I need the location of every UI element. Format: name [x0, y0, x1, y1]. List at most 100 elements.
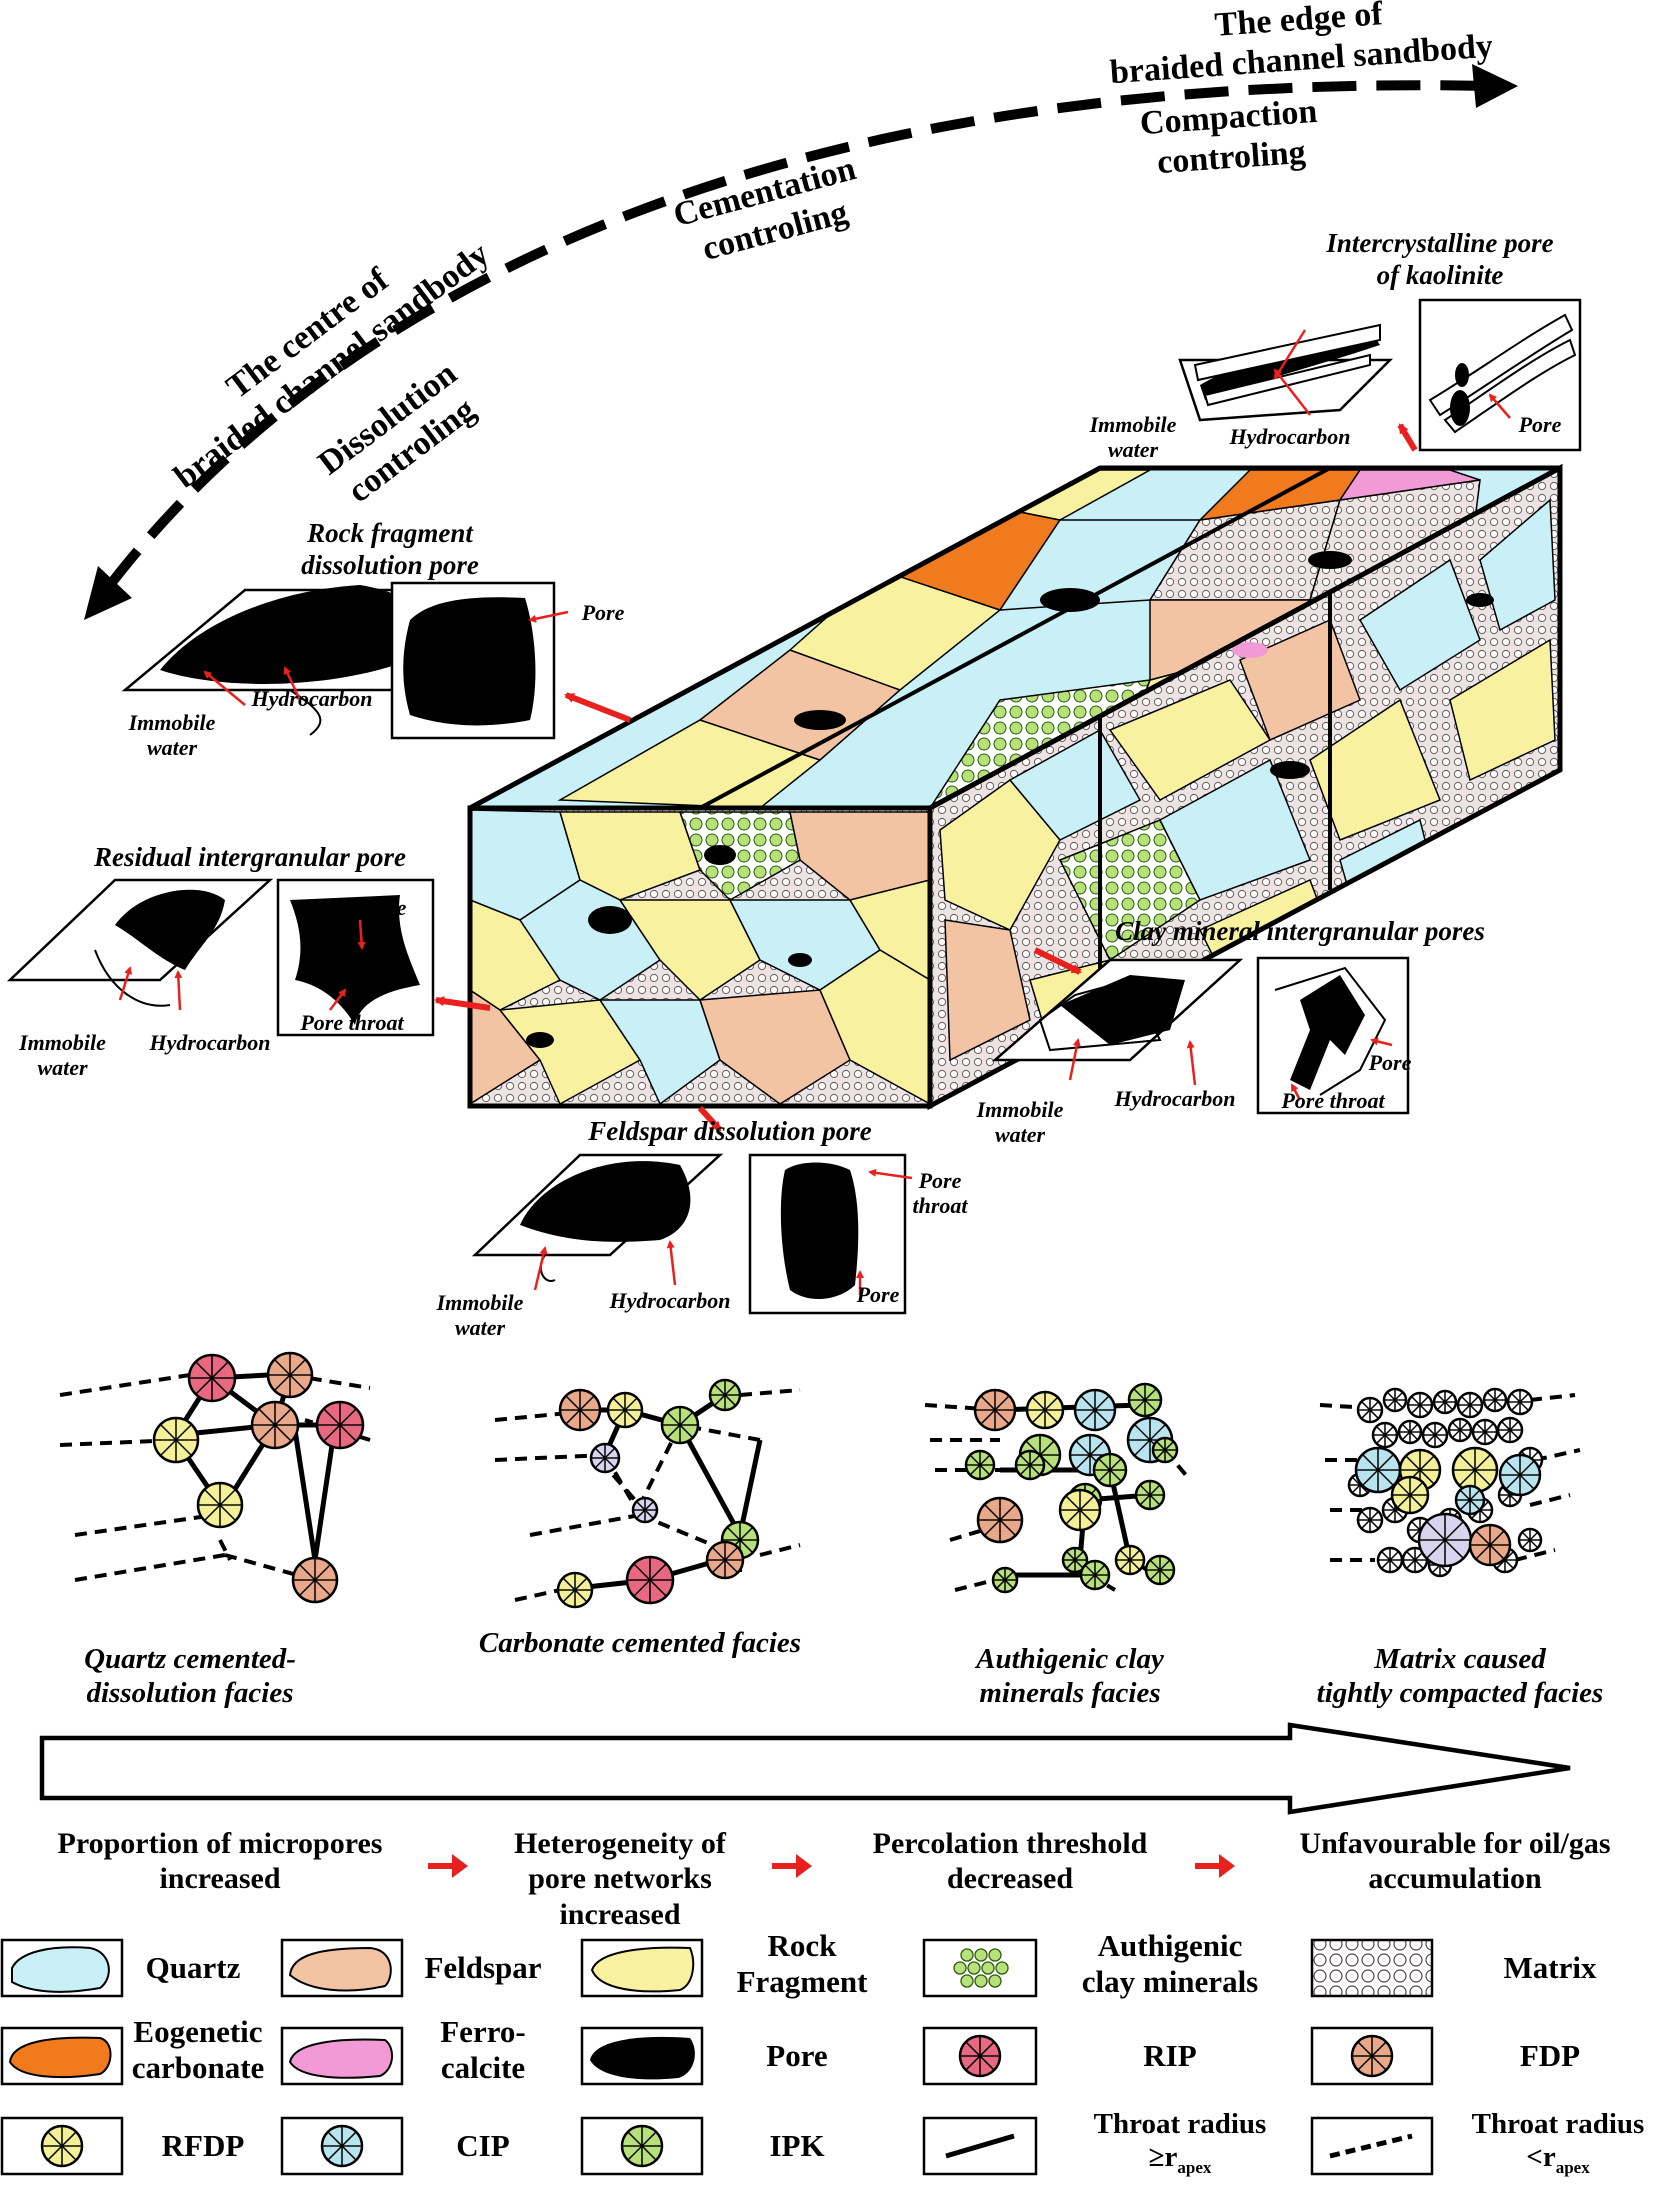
pore-circle — [1417, 1512, 1473, 1568]
pore-circle — [1406, 1391, 1434, 1419]
pore-circle — [1134, 1479, 1166, 1511]
pore-circle — [1356, 1396, 1384, 1424]
pore-circle — [1127, 1382, 1163, 1418]
facies-carbonate-line1: Carbonate cemented facies — [478, 1627, 802, 1659]
legend-feldspar: Feldspar — [424, 1950, 542, 1985]
rock-fragment-immobile-line1: Immobile — [128, 710, 216, 735]
block-segment-line — [699, 466, 1331, 810]
rock-fragment-title-line1: Rock fragment — [307, 518, 473, 548]
clay-hydrocarbon-label: Hydrocarbon — [1114, 1086, 1236, 1111]
facies-clay-label: Authigenic clay minerals facies — [920, 1642, 1220, 1710]
legend-throat-ge: Throat radius ≥rapex — [1050, 2108, 1310, 2178]
pore-circle — [1014, 1449, 1046, 1481]
pore-circle — [964, 1449, 996, 1481]
kaolinite-pore-label: Pore — [1518, 412, 1562, 437]
pore-circle — [196, 1481, 244, 1529]
residual-pore-label: Pore — [363, 895, 407, 920]
pore-circle — [315, 1400, 365, 1450]
clay-immobile-label: Immobile water — [965, 1097, 1075, 1148]
pore-circle — [705, 1540, 745, 1580]
pore-circle — [589, 1442, 621, 1474]
residual-title: Residual intergranular pore — [93, 842, 407, 872]
legend-cip-swatch — [320, 2124, 364, 2168]
pore-circle — [1058, 1488, 1102, 1532]
legend-rip: RIP — [1143, 2038, 1197, 2073]
kaolinite-title-line1: Intercrystalline pore — [1326, 228, 1554, 258]
pore-circle — [1061, 1546, 1089, 1574]
rock-fragment-immobile-label: Immobile water — [112, 710, 232, 761]
residual-pore-sketch — [6, 878, 491, 1037]
pore-circle — [250, 1400, 300, 1450]
facies-carbonate-label: Carbonate cemented facies — [420, 1626, 860, 1660]
rock-block-3d — [467, 463, 1563, 1111]
pore-circles — [40, 1351, 1544, 2168]
legend-eog-line1: Eogenetic — [133, 2014, 263, 2049]
feldspar-immobile-label: Immobile water — [420, 1290, 540, 1341]
pore-circle — [266, 1351, 314, 1399]
feldspar-throat-line1: Pore — [918, 1168, 962, 1193]
pore-circle — [1456, 1391, 1484, 1419]
pore-circle — [1496, 1416, 1524, 1444]
pore-circle — [1073, 1388, 1117, 1432]
pore-circle — [1371, 1421, 1399, 1449]
pore-circle — [1390, 1475, 1430, 1515]
legend-ferro-line2: calcite — [440, 2049, 526, 2085]
clay-throat-label: Pore throat — [1281, 1088, 1385, 1113]
legend-fdp-swatch — [1350, 2034, 1394, 2078]
kaolinite-immobile-line2: water — [1107, 437, 1159, 463]
kaolinite-title: Intercrystalline pore of kaolinite — [1250, 228, 1630, 292]
facies-clay-line2: minerals facies — [979, 1677, 1161, 1710]
legend-rfdp-swatch — [40, 2124, 84, 2168]
kaolinite-immobile-line1: Immobile — [1089, 412, 1177, 437]
facies-quartz-line1: Quartz cemented- — [84, 1643, 296, 1675]
legend-clay-line2: clay minerals — [1081, 1963, 1259, 1999]
legend-throat-ge-line2: ≥r — [1148, 2141, 1178, 2174]
pore-circle — [1025, 1390, 1065, 1430]
legend-throat-lt-sub: apex — [1555, 2158, 1590, 2178]
legend-rfdp: RFDP — [161, 2128, 245, 2163]
trend-step-arrows — [428, 1854, 1235, 1878]
trend-unfavourable-line1: Unfavourable for oil/gas — [1299, 1827, 1611, 1860]
residual-hydrocarbon-label: Hydrocarbon — [149, 1030, 271, 1055]
pore-circle — [1401, 1546, 1429, 1574]
legend-rip-swatch — [958, 2034, 1002, 2078]
clay-pore-label: Pore — [1368, 1050, 1412, 1075]
feldspar-pore-sketch — [471, 1105, 913, 1315]
feldspar-throat-line2: throat — [912, 1193, 968, 1219]
pore-circle — [1498, 1453, 1542, 1497]
legend-cip: CIP — [456, 2128, 510, 2163]
legend-ferrocalcite: Ferro- calcite — [408, 2014, 558, 2085]
feldspar-title: Feldspar dissolution pore — [588, 1116, 872, 1146]
pore-circle — [660, 1405, 700, 1445]
facies-clay-line1: Authigenic clay — [976, 1643, 1164, 1675]
pore-circle — [1468, 1523, 1512, 1567]
pore-circle — [1451, 1446, 1499, 1494]
legend-rock-line1: Rock — [767, 1928, 837, 1963]
kaolinite-hydrocarbon-label: Hydrocarbon — [1229, 424, 1351, 449]
kaolinite-sketch — [1178, 298, 1582, 452]
facies-quartz-label: Quartz cemented- dissolution facies — [40, 1642, 340, 1710]
pore-circle — [1506, 1388, 1534, 1416]
trend-heterogeneity-line2: pore networks — [528, 1862, 712, 1896]
feldspar-hydrocarbon-label: Hydrocarbon — [609, 1288, 731, 1313]
rock-fragment-sketch — [121, 581, 632, 740]
rock-fragment-title: Rock fragment dissolution pore — [230, 518, 550, 582]
rock-fragment-hydrocarbon-label: Hydrocarbon — [251, 686, 373, 711]
pore-circle — [291, 1556, 339, 1604]
feldspar-immobile-line1: Immobile — [436, 1290, 524, 1315]
trend-heterogeneity-line1: Heterogeneity of — [514, 1827, 726, 1860]
legend-ipk: IPK — [769, 2128, 825, 2163]
pore-circle — [1421, 1421, 1449, 1449]
legend-pore: Pore — [766, 2038, 828, 2073]
block-front-face — [470, 808, 930, 1106]
trend-heterogeneity-line3: increased — [559, 1897, 681, 1931]
facies-matrix-line1: Matrix caused — [1374, 1643, 1546, 1675]
facies-matrix-line2: tightly compacted facies — [1316, 1677, 1604, 1710]
pore-circle — [187, 1353, 237, 1403]
pore-circle — [631, 1496, 659, 1524]
legend-throat-ge-sub: apex — [1177, 2158, 1212, 2178]
legend-ferro-line1: Ferro- — [440, 2014, 526, 2049]
legend-eog-line2: carbonate — [131, 2049, 265, 2085]
